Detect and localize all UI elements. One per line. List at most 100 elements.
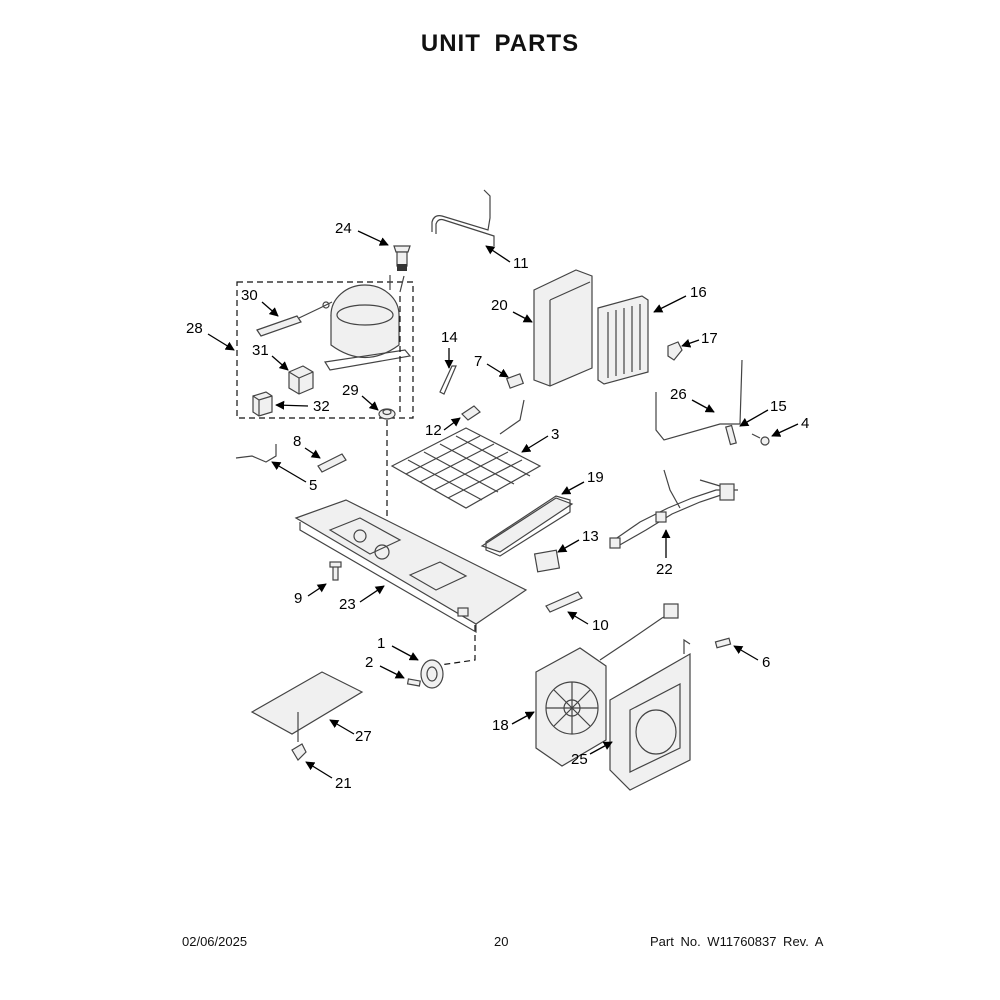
callout-6: 6 xyxy=(733,645,770,671)
callout-12: 12 xyxy=(425,417,461,439)
callout-5: 5 xyxy=(271,461,317,494)
part-6-screw[interactable] xyxy=(714,637,732,649)
svg-text:10: 10 xyxy=(592,617,609,634)
part-19-drain-trough[interactable] xyxy=(480,495,574,557)
part-1-grommet[interactable] xyxy=(420,659,444,689)
callout-21: 21 xyxy=(305,761,352,792)
callout-1: 1 xyxy=(377,635,419,661)
callout-10: 10 xyxy=(567,611,609,634)
callout-2: 2 xyxy=(365,654,405,679)
footer-date: 02/06/2025 xyxy=(182,934,248,949)
page-title: UNIT PARTS xyxy=(420,30,580,57)
callout-7: 7 xyxy=(474,353,509,378)
part-11-tube[interactable] xyxy=(431,189,495,246)
svg-text:18: 18 xyxy=(492,717,509,734)
callout-8: 8 xyxy=(293,433,321,459)
svg-text:31: 31 xyxy=(252,342,269,359)
compressor[interactable] xyxy=(324,275,412,371)
part-7-fitting[interactable] xyxy=(505,373,525,389)
footer-page-number: 20 xyxy=(494,934,509,949)
part-2-screw[interactable] xyxy=(406,678,421,687)
svg-text:19: 19 xyxy=(587,469,604,486)
callout-18: 18 xyxy=(492,711,535,734)
callout-19: 19 xyxy=(561,469,604,495)
svg-text:11: 11 xyxy=(513,255,529,272)
part-24-bolt[interactable] xyxy=(393,245,411,271)
part-32-overload[interactable] xyxy=(252,391,273,417)
svg-text:8: 8 xyxy=(293,433,301,450)
callout-4: 4 xyxy=(771,415,809,437)
part-20-evaporator-cover[interactable] xyxy=(533,269,593,387)
svg-text:20: 20 xyxy=(491,297,508,314)
part-16-evaporator[interactable] xyxy=(597,295,649,385)
part-23-base-plate[interactable] xyxy=(294,499,528,634)
part-29-grommet[interactable] xyxy=(378,408,396,420)
svg-text:26: 26 xyxy=(670,386,687,403)
svg-text:12: 12 xyxy=(425,422,442,439)
part-4-screw[interactable] xyxy=(751,433,770,446)
callout-15: 15 xyxy=(739,398,787,427)
svg-text:17: 17 xyxy=(701,330,718,347)
svg-text:1: 1 xyxy=(377,635,385,652)
callout-3: 3 xyxy=(521,426,559,453)
svg-text:29: 29 xyxy=(342,382,359,399)
callout-11: 11 xyxy=(485,245,529,272)
svg-text:30: 30 xyxy=(241,287,258,304)
part-22-wire-harness[interactable] xyxy=(609,469,738,549)
callout-25: 25 xyxy=(571,741,613,768)
svg-text:24: 24 xyxy=(335,220,352,237)
part-5-wire[interactable] xyxy=(235,444,277,463)
callout-32: 32 xyxy=(275,398,330,415)
part-21-clip[interactable] xyxy=(291,743,307,761)
footer-part-number: Part No. W11760837 Rev. A xyxy=(650,934,824,949)
part-13-pad[interactable] xyxy=(533,549,561,573)
callout-13: 13 xyxy=(557,528,599,553)
part-28-compressor-assembly-outline[interactable] xyxy=(236,281,414,419)
svg-text:25: 25 xyxy=(571,751,588,768)
callout-28: 28 xyxy=(186,320,235,351)
part-15-sensor[interactable] xyxy=(725,424,737,446)
part-17-clip[interactable] xyxy=(667,341,683,361)
svg-text:2: 2 xyxy=(365,654,373,671)
callout-16: 16 xyxy=(653,284,707,313)
svg-text:4: 4 xyxy=(801,415,809,432)
part-3-defrost-heater[interactable] xyxy=(390,399,542,509)
part-31-relay[interactable] xyxy=(288,365,314,395)
callout-14: 14 xyxy=(441,329,458,369)
part-8-tube[interactable] xyxy=(317,453,347,473)
callout-17: 17 xyxy=(681,330,718,348)
svg-text:21: 21 xyxy=(335,775,352,792)
part-9-screw[interactable] xyxy=(329,561,342,581)
part-14-wire[interactable] xyxy=(439,365,457,395)
svg-text:28: 28 xyxy=(186,320,203,337)
callout-26: 26 xyxy=(670,386,715,413)
callout-31: 31 xyxy=(252,342,289,371)
svg-text:3: 3 xyxy=(551,426,559,443)
part-26-sensor-wire[interactable] xyxy=(655,359,743,441)
part-25-fan-shroud[interactable] xyxy=(609,638,691,791)
svg-text:9: 9 xyxy=(294,590,302,607)
callout-23: 23 xyxy=(339,585,385,613)
callout-30: 30 xyxy=(241,287,279,317)
alignment-line-foot xyxy=(439,625,476,666)
svg-text:23: 23 xyxy=(339,596,356,613)
svg-text:6: 6 xyxy=(762,654,770,671)
svg-text:14: 14 xyxy=(441,329,458,346)
svg-text:5: 5 xyxy=(309,477,317,494)
part-12-clip[interactable] xyxy=(461,405,481,421)
part-18-fan-assembly[interactable] xyxy=(535,603,679,767)
callout-22: 22 xyxy=(656,529,673,578)
svg-text:27: 27 xyxy=(355,728,372,745)
part-10-strip[interactable] xyxy=(545,591,583,613)
svg-text:13: 13 xyxy=(582,528,599,545)
svg-text:7: 7 xyxy=(474,353,482,370)
callout-20: 20 xyxy=(491,297,533,323)
svg-text:15: 15 xyxy=(770,398,787,415)
callout-29: 29 xyxy=(342,382,379,411)
part-27-cover-sheet[interactable] xyxy=(250,671,364,735)
callout-9: 9 xyxy=(294,583,327,607)
part-30-sensor[interactable] xyxy=(256,301,333,337)
svg-text:32: 32 xyxy=(313,398,330,415)
svg-text:16: 16 xyxy=(690,284,707,301)
